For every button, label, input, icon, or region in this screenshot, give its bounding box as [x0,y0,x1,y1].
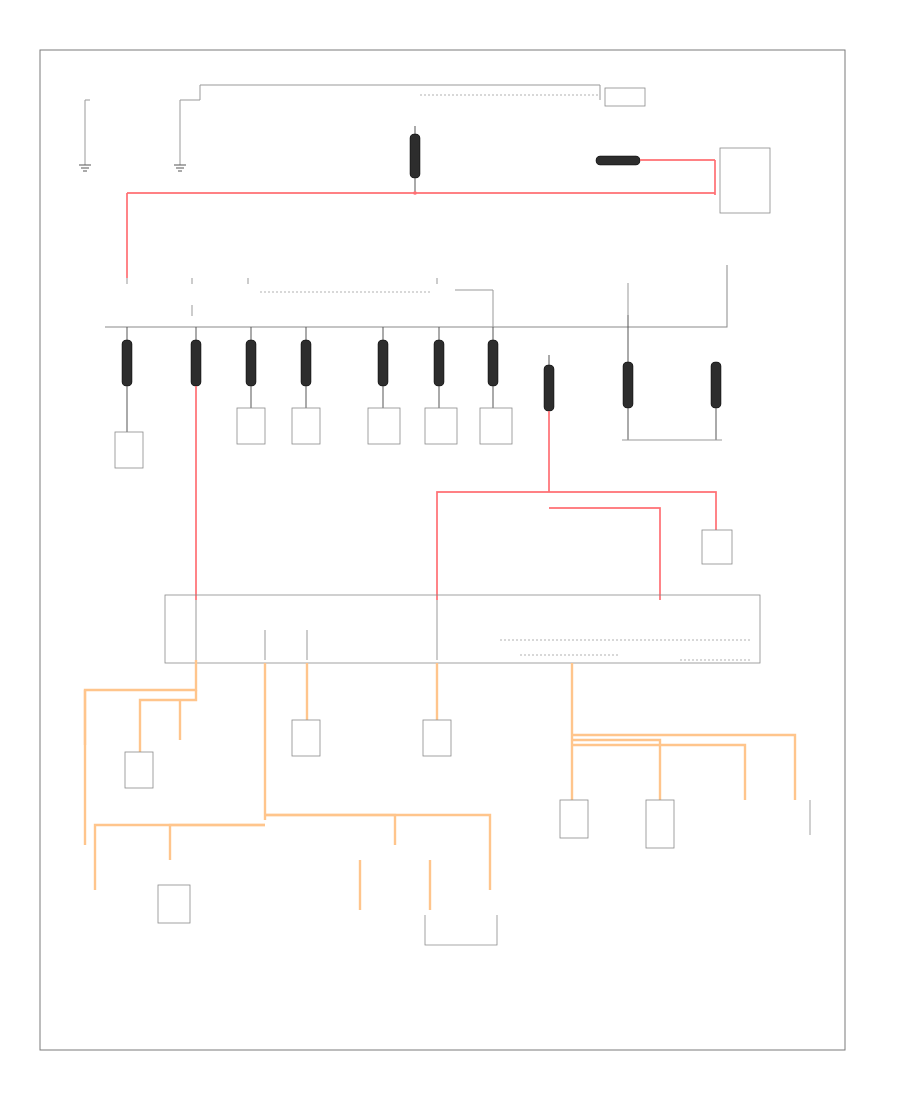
starter-relay-box [604,87,646,107]
orange-wiring [83,660,797,910]
module-box [164,594,761,664]
fuse-icon [433,327,445,408]
fuse-icon [245,327,257,408]
row3-components [124,719,811,849]
fuse-icon [487,327,499,408]
fuse-icon [543,355,555,412]
top-ground-group [79,84,601,172]
main-bus-bar [105,265,728,328]
fuse-icon [300,327,312,408]
fuse-row [114,315,722,469]
fuse-icon [622,315,634,440]
diagram-frame [39,49,846,1051]
fuse-icon [190,327,202,387]
fuse-icon [710,361,722,440]
fusible-link-icon [595,155,641,166]
row4-components [157,884,498,946]
fuse-icon [409,126,421,193]
fuse-icon [121,327,133,432]
fuse-icon [377,327,389,408]
generator-box [719,147,771,214]
